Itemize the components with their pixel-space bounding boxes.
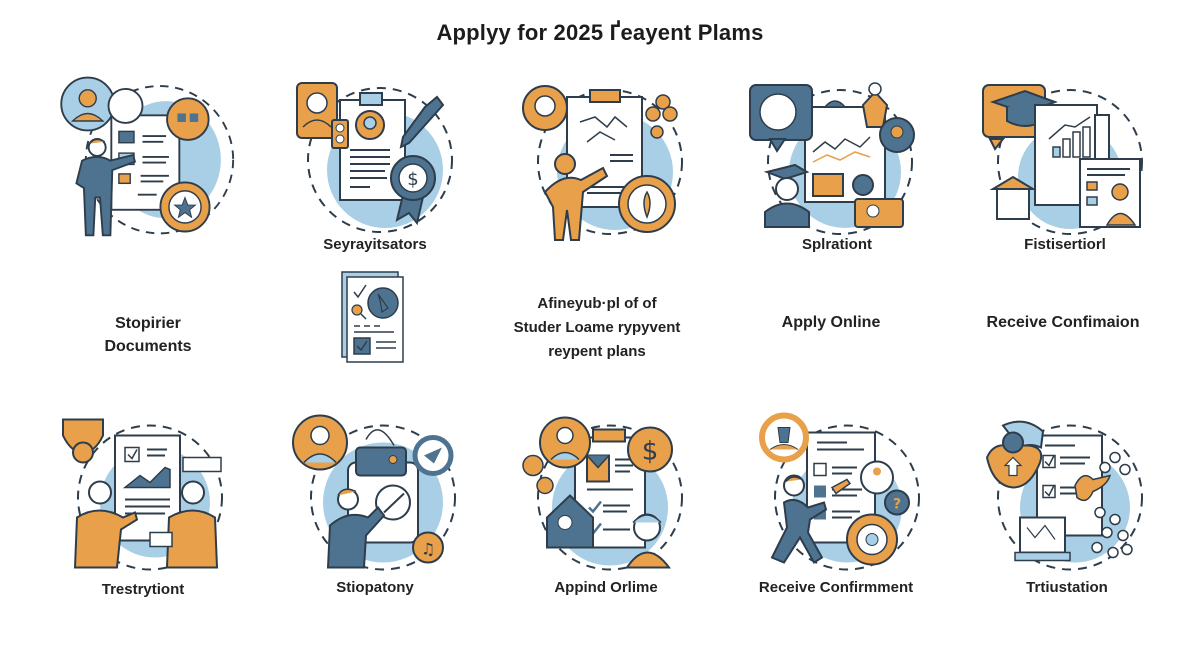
label-line: Stopirier: [115, 315, 181, 332]
label-bottom-1: Trestrytiont: [101, 581, 185, 598]
label-top-2: Seyrayitsators: [323, 236, 427, 253]
clipboard-dollar-badge-icon: $: [285, 70, 465, 240]
svg-text:$: $: [642, 437, 659, 467]
label-middle-1: Stopirier Documents: [104, 312, 191, 358]
clipboard-dollar-people-icon: $: [515, 405, 695, 575]
svg-text:?: ?: [893, 497, 901, 513]
document-computer-network-icon: [975, 405, 1155, 575]
page-title: Applyy for 2025 Ґeayent Plams: [436, 20, 764, 45]
svg-text:$: $: [407, 169, 418, 190]
label-top-4: Splrationt: [802, 236, 872, 253]
checklist-presenter-icon: [45, 70, 240, 240]
label-middle-4: Apply Online: [782, 311, 881, 334]
label-middle-5: Receive Confimaion: [987, 311, 1140, 334]
graduate-network-chart-icon: [745, 72, 925, 242]
label-line: Studer Loame rypyvent: [513, 319, 681, 336]
label-bottom-5: Trtiustation: [1026, 579, 1108, 596]
graduation-cap-growth-chart-icon: [975, 72, 1155, 242]
label-line: Afineyub·pl of of: [537, 295, 657, 312]
label-middle-3: Afineyub·pl of of Studer Loame rypyvent …: [514, 292, 681, 364]
walking-person-document-gear-icon: ?: [752, 405, 932, 575]
document-checklist-icon: [338, 270, 408, 365]
label-line: Documents: [104, 338, 192, 355]
label-top-5: Fistisertiorl: [1024, 236, 1106, 253]
label-bottom-4: Receive Confirmment: [758, 579, 914, 596]
label-bottom-3: Appind Orlime: [554, 579, 658, 596]
flowchart-presenter-icon: [515, 72, 695, 242]
label-line: Receive Confimaion: [986, 314, 1140, 331]
business-meeting-chart-icon: [55, 405, 235, 575]
person-chat-tools-icon: ♫: [288, 405, 468, 575]
svg-text:♫: ♫: [421, 540, 435, 559]
label-bottom-2: Stiopatony: [336, 579, 414, 596]
label-line: Apply Online: [781, 314, 881, 331]
label-line: reypent plans: [548, 343, 646, 360]
